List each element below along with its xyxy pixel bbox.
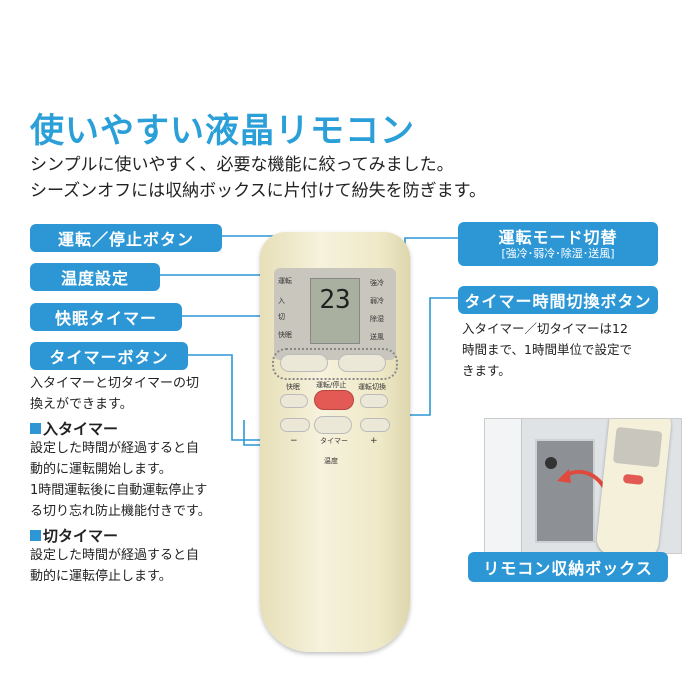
label-timer-button: タイマーボタン bbox=[30, 342, 188, 370]
square-icon bbox=[30, 423, 41, 434]
timer-desc: 入タイマーと切タイマーの切換えができます。 bbox=[30, 376, 200, 412]
timer-up-button[interactable] bbox=[338, 354, 386, 372]
temp-up-button[interactable] bbox=[360, 418, 390, 432]
lcd-frame: 運転 入 切 快眠 23 強冷 弱冷 除湿 送風 bbox=[274, 268, 396, 360]
remote-control: 運転 入 切 快眠 23 強冷 弱冷 除湿 送風 快眠 運転/停止 運転切換 −… bbox=[260, 232, 410, 652]
page-title: 使いやすい液晶リモコン bbox=[30, 111, 415, 151]
mode-switch-button[interactable] bbox=[360, 394, 388, 408]
lcd-label: 運転 bbox=[278, 277, 292, 285]
minus-label: − bbox=[290, 436, 298, 446]
lcd-label: 送風 bbox=[370, 333, 384, 341]
lcd-label: 快眠 bbox=[278, 331, 292, 339]
square-icon bbox=[30, 530, 41, 541]
sleep-timer-button[interactable] bbox=[280, 394, 308, 408]
subtitle-line-1: シンプルに使いやすく、必要な機能に絞ってみました。 bbox=[30, 155, 454, 175]
label-sleep-timer: 快眠タイマー bbox=[30, 303, 182, 331]
off-timer-header: 切タイマー bbox=[30, 525, 118, 546]
timer-switch-highlight bbox=[272, 348, 398, 380]
lcd-label: 入 bbox=[278, 297, 285, 305]
temp-label: 温度 bbox=[324, 457, 338, 465]
subtitle-line-2: シーズンオフには収納ボックスに片付けて紛失を防ぎます。 bbox=[30, 181, 486, 201]
power-button[interactable] bbox=[314, 390, 354, 410]
label-timer-switch: タイマー時間切換ボタン bbox=[458, 286, 658, 314]
off-timer-desc: 設定した時間が経過すると自動的に運転停止します。 bbox=[30, 548, 200, 584]
lcd-label: 除湿 bbox=[370, 315, 384, 323]
plus-label: + bbox=[370, 436, 378, 446]
on-timer-desc: 設定した時間が経過すると自動的に運転開始します。 1時間運転後に自動運転停止する… bbox=[30, 441, 211, 519]
label-temp-setting: 温度設定 bbox=[30, 263, 160, 291]
mode-label: 運転切換 bbox=[358, 383, 386, 391]
label-power-button: 運転／停止ボタン bbox=[30, 224, 222, 252]
label-storage-box: リモコン収納ボックス bbox=[468, 552, 668, 582]
label-mode-switch: 運転モード切替 [強冷･弱冷･除湿･送風] bbox=[458, 222, 658, 266]
temp-down-button[interactable] bbox=[280, 418, 310, 432]
lcd-label: 切 bbox=[278, 313, 285, 321]
timer-button[interactable] bbox=[314, 416, 352, 434]
lcd-label: 強冷 bbox=[370, 279, 384, 287]
lcd-label: 弱冷 bbox=[370, 297, 384, 305]
sleep-label: 快眠 bbox=[286, 383, 300, 391]
timer-down-button[interactable] bbox=[280, 354, 328, 372]
storage-box-photo bbox=[484, 418, 682, 554]
lcd-display: 23 bbox=[310, 278, 360, 344]
timer-label: タイマー bbox=[320, 437, 348, 445]
on-timer-header: 入タイマー bbox=[30, 418, 118, 439]
remote-photo bbox=[595, 419, 673, 553]
power-label: 運転/停止 bbox=[316, 381, 347, 389]
